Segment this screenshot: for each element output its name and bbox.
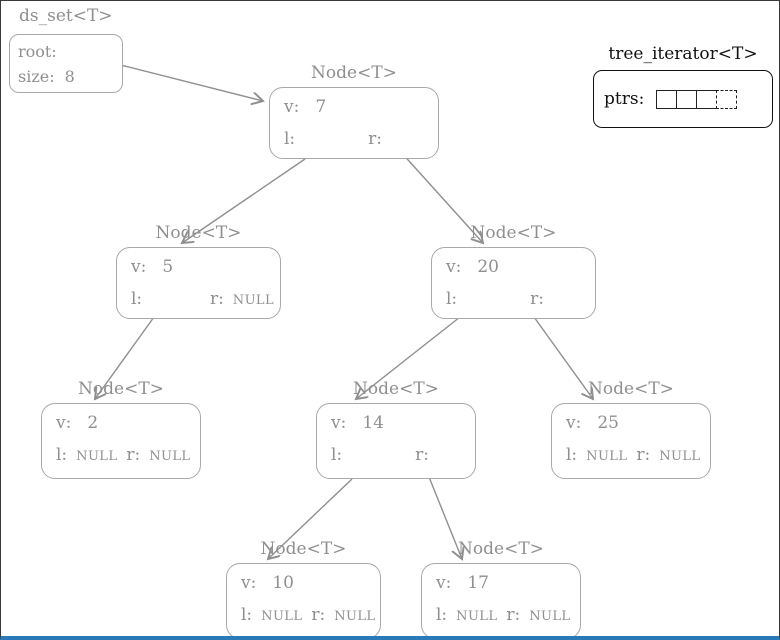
l-label: l: — [331, 445, 343, 465]
node-title: Node<T> — [470, 223, 557, 243]
ptrs-cells — [656, 89, 738, 109]
v-value: 5 — [162, 257, 174, 277]
node-title: Node<T> — [260, 539, 347, 559]
size-value: 8 — [64, 67, 75, 86]
v-value: 14 — [362, 413, 384, 433]
tree-iterator-title: tree_iterator<T> — [608, 44, 758, 64]
node-title: Node<T> — [458, 539, 544, 559]
r-label: r: — [209, 289, 224, 309]
l-label: l: — [56, 445, 68, 465]
tree-node-7: Node<T> v: 7 l: r: — [269, 61, 439, 159]
l-value: NULL — [261, 609, 303, 624]
node-title: Node<T> — [155, 223, 242, 243]
tree-node-25: Node<T> v: 25 l: NULL r: NULL — [551, 377, 711, 479]
r-label: r: — [368, 129, 383, 149]
ptr-cell — [676, 89, 698, 109]
v-value: 2 — [87, 413, 99, 433]
size-label: size: — [18, 67, 55, 86]
r-label: r: — [126, 445, 141, 465]
node-box: v: 14 l: r: — [316, 403, 476, 479]
l-value: NULL — [76, 449, 118, 464]
node-title: Node<T> — [588, 379, 674, 399]
v-label: v: — [56, 413, 72, 433]
l-value: NULL — [586, 449, 628, 464]
node-box: v: 2 l: NULL r: NULL — [41, 403, 201, 479]
r-value: NULL — [529, 609, 571, 624]
node-box: v: 7 l: r: — [269, 87, 439, 159]
v-value: 10 — [272, 573, 294, 593]
node-box: v: 25 l: NULL r: NULL — [551, 403, 711, 479]
tree-node-20: Node<T> v: 20 l: r: — [431, 221, 596, 319]
ptr-cell — [656, 89, 678, 109]
l-label: l: — [446, 289, 458, 309]
v-value: 7 — [315, 97, 327, 117]
v-label: v: — [241, 573, 257, 593]
r-value: NULL — [232, 293, 274, 308]
ds-set-box: root: size: 8 — [9, 34, 123, 93]
r-label: r: — [311, 605, 326, 625]
v-value: 17 — [467, 573, 489, 593]
v-label: v: — [284, 97, 300, 117]
r-label: r: — [415, 445, 430, 465]
v-label: v: — [446, 257, 462, 277]
r-label: r: — [636, 445, 651, 465]
v-label: v: — [131, 257, 147, 277]
v-value: 20 — [477, 257, 499, 277]
tree-node-14: Node<T> v: 14 l: r: — [316, 377, 476, 479]
r-value: NULL — [149, 449, 191, 464]
tree-iterator-box: ptrs: — [593, 70, 773, 128]
node-box: v: 10 l: NULL r: NULL — [226, 563, 381, 636]
r-value: NULL — [334, 609, 376, 624]
v-label: v: — [436, 573, 452, 593]
ptr-cell — [696, 89, 718, 109]
l-label: l: — [241, 605, 253, 625]
l-label: l: — [436, 605, 448, 625]
l-label: l: — [284, 129, 296, 149]
v-value: 25 — [597, 413, 619, 433]
node-box: v: 5 l: r: NULL — [116, 247, 281, 319]
tree-node-17: Node<T> v: 17 l: NULL r: NULL — [421, 537, 581, 636]
l-label: l: — [131, 289, 143, 309]
tree-node-5: Node<T> v: 5 l: r: NULL — [116, 221, 281, 319]
ptrs-label: ptrs: — [604, 89, 645, 109]
l-value: NULL — [456, 609, 498, 624]
ds-set-title: ds_set<T> — [19, 6, 113, 26]
node-title: Node<T> — [311, 63, 397, 83]
r-value: NULL — [659, 449, 701, 464]
node-title: Node<T> — [353, 379, 439, 399]
r-label: r: — [506, 605, 521, 625]
v-label: v: — [331, 413, 347, 433]
ptr-cell-dashed — [716, 89, 738, 109]
tree-node-2: Node<T> v: 2 l: NULL r: NULL — [41, 377, 201, 479]
r-label: r: — [530, 289, 545, 309]
root-label: root: — [18, 42, 57, 61]
l-label: l: — [566, 445, 578, 465]
node-box: v: 17 l: NULL r: NULL — [421, 563, 581, 636]
node-box: v: 20 l: r: — [431, 247, 596, 319]
node-title: Node<T> — [78, 379, 164, 399]
tree-node-10: Node<T> v: 10 l: NULL r: NULL — [226, 537, 381, 636]
v-label: v: — [566, 413, 582, 433]
